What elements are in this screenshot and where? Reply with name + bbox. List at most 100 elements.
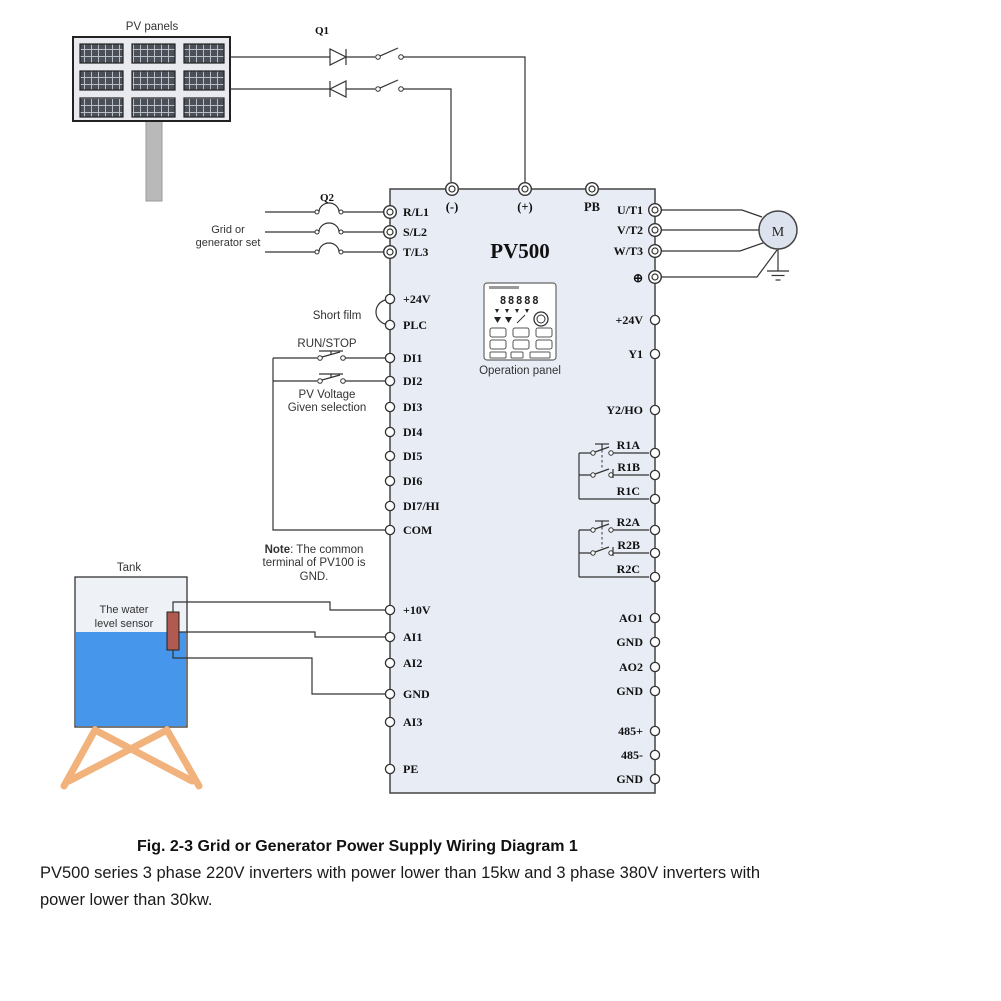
- switch-blade: [379, 79, 399, 89]
- sensor-wire-gnd: [172, 650, 385, 695]
- tank-stand: [60, 726, 203, 790]
- svg-text:Note: The common: Note: The common: [265, 544, 364, 556]
- left-terminal-label: PE: [403, 762, 418, 776]
- run-stop-label: RUN/STOP: [297, 338, 357, 350]
- terminal-pb: [585, 181, 599, 197]
- terminal-minus: [445, 181, 459, 197]
- right-terminal-label: R1B: [617, 460, 640, 474]
- right-terminal-label: R2C: [617, 562, 640, 576]
- relay-1-contacts: [578, 443, 649, 500]
- wiring-diagram: PV panels Q1 PV500: [60, 21, 798, 794]
- left-terminal-label: PLC: [403, 318, 427, 332]
- terminal-pb-label: PB: [584, 200, 600, 214]
- terminal-minus-label: (-): [446, 200, 459, 214]
- motor: M: [661, 209, 798, 281]
- right-terminal-label: R2A: [617, 515, 641, 529]
- diode-reverse-icon: [328, 80, 347, 98]
- operation-panel-label: Operation panel: [479, 365, 561, 377]
- right-terminal-label: R2B: [617, 538, 640, 552]
- jumper-bracket: [375, 299, 386, 325]
- dc-wire-minus-right: [403, 88, 452, 182]
- water-tank: Tank The water level sensor: [60, 562, 385, 790]
- inverter-body: PV500 88888 Operation panel (-) (+): [383, 181, 662, 794]
- left-terminal-label: COM: [403, 523, 432, 537]
- arrow-indicator-icons: [494, 317, 512, 323]
- left-terminal-label: DI7/HI: [403, 499, 440, 513]
- q1-dc-input: Q1: [230, 25, 526, 182]
- di-switches: RUN/STOP PV Voltage Given selection: [272, 338, 386, 531]
- q2-label: Q2: [320, 192, 335, 204]
- left-terminal-label: DI1: [403, 351, 422, 365]
- left-terminal-label: +24V: [403, 292, 431, 306]
- pv-voltage-label-1: PV Voltage: [299, 389, 356, 401]
- figure-caption-body-2: power lower than 30kw.: [40, 891, 213, 909]
- left-terminal-label: DI4: [403, 425, 422, 439]
- svg-text:terminal of PV100 is: terminal of PV100 is: [263, 557, 366, 569]
- dc-wire-plus-right: [403, 56, 526, 182]
- relay-2-contacts: [578, 520, 649, 578]
- left-terminal-label: DI2: [403, 374, 422, 388]
- earth-ground-icon: [767, 249, 789, 281]
- right-terminal-label: GND: [616, 772, 643, 786]
- right-terminal-label: V/T2: [617, 223, 643, 237]
- figure-caption-title: Fig. 2-3 Grid or Generator Power Supply …: [137, 838, 578, 855]
- right-terminal-label: W/T3: [614, 244, 643, 258]
- left-terminal-label: T/L3: [403, 245, 428, 259]
- right-terminal-label: 485+: [618, 724, 643, 738]
- left-terminal-label: +10V: [403, 603, 431, 617]
- right-terminal-label: +24V: [615, 313, 643, 327]
- sensor-wire-ai1: [179, 631, 385, 638]
- motor-wire-w: [661, 242, 764, 252]
- com-return-wire: [272, 358, 385, 531]
- right-terminal-label: GND: [616, 635, 643, 649]
- figure-caption-body-1: PV500 series 3 phase 220V inverters with…: [40, 864, 760, 882]
- short-film-jumper: Short film: [313, 299, 386, 325]
- switch-contact: [375, 54, 381, 60]
- diode-forward-icon: [329, 48, 348, 66]
- right-terminal-label: AO2: [619, 660, 643, 674]
- q2-grid-input: Q2 Grid or generator set: [196, 192, 384, 255]
- q1-label: Q1: [315, 25, 329, 37]
- right-terminal-label: Y2/HO: [606, 403, 643, 417]
- left-terminal-label: AI1: [403, 630, 422, 644]
- water-level-sensor-label-1: The water: [100, 604, 149, 616]
- pv-panel-cells: [79, 43, 225, 118]
- phase-wires-and-breakers: [265, 202, 384, 255]
- left-terminal-label: R/L1: [403, 205, 429, 219]
- terminal-plus: [518, 181, 532, 197]
- water-level-sensor: [166, 611, 180, 651]
- left-terminal-label: AI2: [403, 656, 422, 670]
- short-film-label: Short film: [313, 310, 362, 322]
- left-terminal-label: GND: [403, 687, 430, 701]
- terminal-plus-label: (+): [517, 200, 532, 214]
- pv-panel-pole: [145, 120, 163, 202]
- left-terminals: R/L1 S/L2 T/L3 +24V PLC DI1 DI2 DI3 DI4 …: [383, 204, 440, 776]
- seven-segment-display: 88888: [500, 294, 541, 307]
- right-terminal-label: R1C: [617, 484, 640, 498]
- left-terminal-label: DI3: [403, 400, 422, 414]
- panel-buttons: [489, 327, 553, 359]
- right-terminal-label: U/T1: [617, 203, 643, 217]
- right-terminal-label: 485-: [621, 748, 643, 762]
- right-terminal-label: GND: [616, 684, 643, 698]
- svg-text:GND.: GND.: [300, 571, 329, 583]
- operation-panel: 88888 Operation panel: [479, 282, 561, 377]
- left-terminal-label: DI6: [403, 474, 422, 488]
- unit-indicator-icons: [495, 309, 529, 313]
- pv-panels-label: PV panels: [126, 21, 179, 33]
- right-terminals: U/T1 V/T2 W/T3 ⊕ +24V Y1 Y2/HO R1A R1B R…: [606, 202, 662, 786]
- note-text: Note: The common terminal of PV100 is GN…: [263, 544, 366, 583]
- pv-voltage-label-2: Given selection: [288, 402, 367, 414]
- sensor-wire-10v: [172, 601, 385, 612]
- motor-wire-earth: [661, 249, 778, 278]
- inverter-box: [389, 188, 656, 794]
- top-terminals: (-) (+) PB: [445, 181, 600, 214]
- switch-blade: [379, 47, 399, 57]
- tank-label: Tank: [117, 562, 142, 574]
- pv-panel: PV panels: [72, 21, 231, 202]
- earth-terminal-symbol: ⊕: [633, 271, 643, 285]
- left-terminal-label: DI5: [403, 449, 422, 463]
- right-terminal-label: AO1: [619, 611, 643, 625]
- motor-wire-u: [661, 209, 763, 218]
